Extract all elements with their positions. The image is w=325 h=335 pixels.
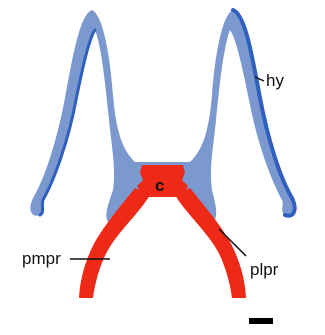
label-hy: hy <box>266 71 284 90</box>
scale-bar <box>249 318 273 324</box>
label-pmpr: pmpr <box>22 249 61 268</box>
label-copula: c <box>155 176 164 195</box>
label-plpr: plpr <box>250 260 279 279</box>
